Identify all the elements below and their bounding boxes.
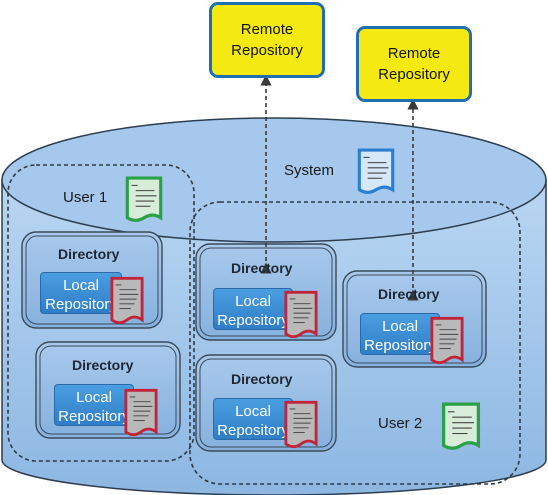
local-repo-line2: Repository [217,312,289,329]
user2-config-icon [444,404,479,448]
remote-left-line2: Repository [231,42,303,59]
user1-region [7,164,195,462]
repo-config-icon [430,316,464,365]
system-config-icon [357,148,395,195]
remote-right-line2: Repository [378,66,450,83]
repo-config-icon [284,290,318,339]
directory-label: Directory [231,371,293,387]
directory-label: Directory [58,246,120,262]
local-repo-line2: Repository [217,422,289,439]
local-repo-line2: Repository [45,296,117,313]
local-repository-button[interactable]: Local Repository [40,272,122,314]
local-repo-line1: Local [382,318,418,335]
local-repo-line1: Local [235,403,271,420]
remote-repository-left: Remote Repository [209,2,325,78]
local-repository-button[interactable]: Local Repository [54,384,134,426]
local-repo-line1: Local [76,389,112,406]
repo-config-icon [284,400,318,449]
user2-region [189,201,521,485]
local-repo-line1: Local [235,293,271,310]
repo-config-icon [110,276,144,325]
remote-right-line1: Remote [387,45,441,62]
directory-label: Directory [231,260,293,276]
local-repository-button[interactable]: Local Repository [213,288,293,330]
local-repository-button[interactable]: Local Repository [360,313,440,355]
local-repository-button[interactable]: Local Repository [213,398,293,440]
user1-label: User 1 [63,189,108,206]
user1-config-icon [125,176,163,223]
local-repo-line2: Repository [364,337,436,354]
repo-config-icon [124,388,158,437]
remote-repository-right: Remote Repository [356,26,472,102]
directory-label: Directory [378,286,440,302]
remote-left-line1: Remote [240,21,294,38]
system-label: System [284,162,335,179]
directory-label: Directory [72,357,134,373]
local-repo-line2: Repository [58,408,130,425]
local-repo-line1: Local [63,277,99,294]
user2-label: User 2 [378,415,423,432]
